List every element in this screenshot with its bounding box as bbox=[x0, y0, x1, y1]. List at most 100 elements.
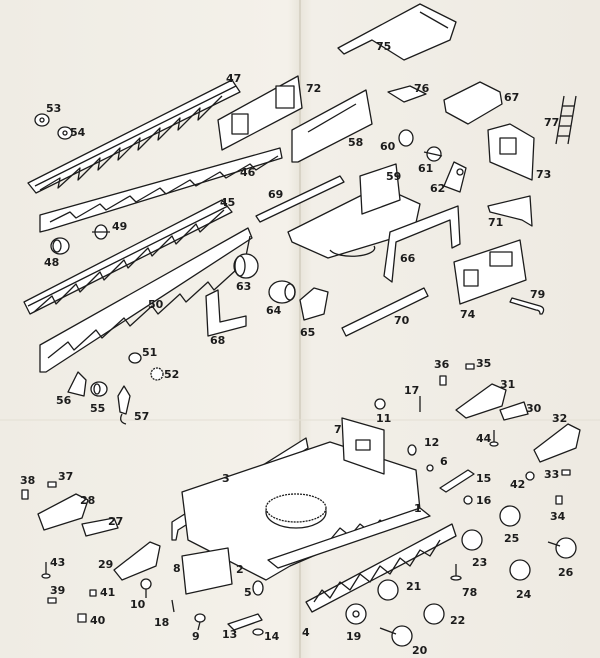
part-11-screw bbox=[374, 398, 386, 410]
part-label: 23 bbox=[472, 556, 487, 569]
part-16-screw bbox=[463, 495, 473, 505]
part-9-screw bbox=[194, 613, 206, 631]
part-label: 2 bbox=[236, 563, 244, 576]
part-41-clip bbox=[89, 589, 97, 597]
part-label: 27 bbox=[108, 515, 123, 528]
part-2-frame bbox=[267, 507, 431, 569]
part-label: 51 bbox=[142, 346, 157, 359]
part-23-wheelset bbox=[461, 529, 483, 551]
part-label: 15 bbox=[476, 472, 491, 485]
part-label: 32 bbox=[552, 412, 567, 425]
part-label: 56 bbox=[56, 394, 72, 407]
part-53-washer bbox=[34, 113, 50, 127]
part-20-wheelset bbox=[379, 625, 413, 647]
part-label: 28 bbox=[80, 494, 95, 507]
part-64-drum bbox=[268, 280, 296, 304]
part-label: 69 bbox=[268, 188, 283, 201]
part-label: 4 bbox=[302, 626, 310, 639]
part-label: 67 bbox=[504, 91, 519, 104]
part-59-turntable bbox=[287, 163, 421, 259]
part-label: 9 bbox=[192, 630, 200, 643]
part-36-pin bbox=[439, 375, 447, 386]
part-26-wheelset bbox=[547, 537, 577, 559]
part-60-bush bbox=[398, 129, 414, 147]
part-label: 22 bbox=[450, 614, 465, 627]
part-label: 55 bbox=[90, 402, 105, 415]
part-label: 71 bbox=[488, 216, 503, 229]
part-27-bolster bbox=[81, 517, 119, 537]
part-label: 57 bbox=[134, 410, 149, 423]
part-label: 72 bbox=[306, 82, 321, 95]
part-label: 42 bbox=[510, 478, 525, 491]
part-label: 10 bbox=[130, 598, 146, 611]
part-label: 58 bbox=[348, 136, 363, 149]
part-56-bracket bbox=[67, 371, 87, 397]
part-label: 39 bbox=[50, 584, 65, 597]
part-50-jib-section bbox=[39, 227, 253, 373]
part-label: 19 bbox=[346, 630, 361, 643]
part-label: 34 bbox=[550, 510, 566, 523]
part-label: 1 bbox=[414, 502, 422, 515]
part-label: 16 bbox=[476, 494, 492, 507]
part-31-bogie-frame bbox=[455, 383, 507, 419]
part-78-screw bbox=[450, 564, 462, 581]
part-71-bracket bbox=[487, 195, 533, 227]
part-62-bracket bbox=[443, 161, 467, 193]
part-48-pulley bbox=[50, 237, 70, 255]
part-label: 17 bbox=[404, 384, 419, 397]
part-label: 60 bbox=[380, 140, 396, 153]
part-70-strip bbox=[341, 287, 429, 337]
part-label: 20 bbox=[412, 644, 428, 657]
part-77-ladder bbox=[555, 95, 577, 145]
part-label: 12 bbox=[424, 436, 439, 449]
part-52-gear bbox=[150, 367, 164, 381]
part-label: 54 bbox=[70, 126, 86, 139]
part-30-bolster bbox=[499, 401, 529, 421]
part-label: 75 bbox=[376, 40, 391, 53]
part-37-clip bbox=[47, 481, 57, 488]
part-21-wheelset bbox=[377, 579, 399, 601]
part-49-pin bbox=[92, 224, 110, 240]
part-40-block bbox=[77, 613, 87, 623]
part-label: 38 bbox=[20, 474, 35, 487]
part-label: 37 bbox=[58, 470, 73, 483]
part-12-screw bbox=[407, 444, 417, 456]
part-18-pin bbox=[171, 599, 175, 613]
part-32-bogie-frame bbox=[533, 423, 581, 463]
part-label: 62 bbox=[430, 182, 445, 195]
part-label: 25 bbox=[504, 532, 519, 545]
part-label: 30 bbox=[526, 402, 542, 415]
part-58-side-panel bbox=[291, 89, 373, 163]
part-label: 77 bbox=[544, 116, 559, 129]
part-10-screw bbox=[140, 578, 152, 598]
part-75-roof bbox=[337, 3, 457, 61]
part-47-jib-section bbox=[27, 79, 241, 194]
part-label: 49 bbox=[112, 220, 127, 233]
part-label: 76 bbox=[414, 82, 430, 95]
part-label: 50 bbox=[148, 298, 164, 311]
part-13-lever bbox=[227, 613, 263, 631]
part-label: 13 bbox=[222, 628, 237, 641]
part-label: 3 bbox=[222, 472, 230, 485]
part-label: 41 bbox=[100, 586, 115, 599]
part-25-wheelset bbox=[499, 505, 521, 527]
part-65-housing bbox=[299, 287, 329, 321]
part-5-bush bbox=[252, 580, 264, 596]
part-38-pin bbox=[21, 489, 29, 500]
part-39-clip bbox=[47, 597, 57, 604]
part-label: 11 bbox=[376, 412, 391, 425]
part-label: 18 bbox=[154, 616, 169, 629]
part-label: 78 bbox=[462, 586, 477, 599]
part-67-hopper bbox=[443, 81, 503, 125]
part-label: 35 bbox=[476, 357, 491, 370]
part-63-drum bbox=[233, 253, 259, 279]
part-label: 44 bbox=[476, 432, 492, 445]
part-1-chassis bbox=[181, 441, 421, 581]
part-label: 43 bbox=[50, 556, 65, 569]
part-label: 46 bbox=[240, 166, 256, 179]
part-label: 63 bbox=[236, 280, 251, 293]
part-label: 65 bbox=[300, 326, 315, 339]
part-29-bogie-frame bbox=[113, 541, 161, 581]
